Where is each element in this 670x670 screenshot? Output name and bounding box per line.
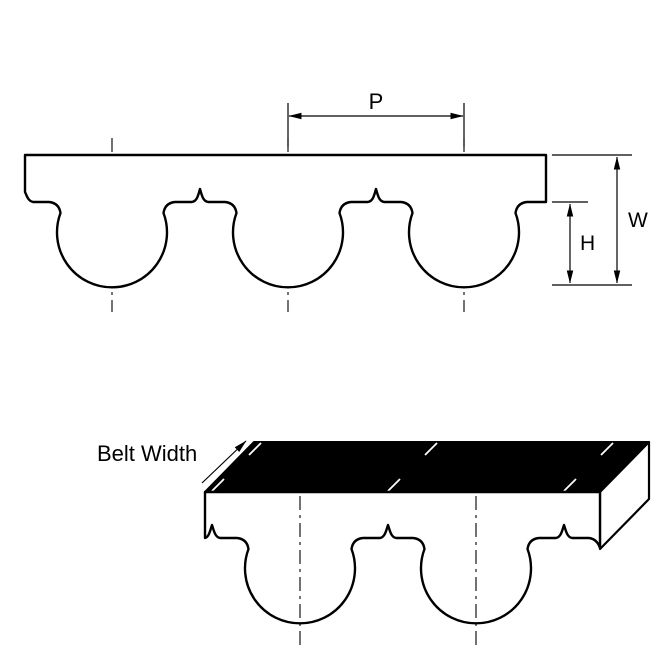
top-surface-seam (563, 478, 577, 492)
belt-width-arrow (201, 440, 247, 484)
width-dimension-label: W (628, 209, 648, 232)
belt-top-surface (204, 441, 650, 493)
top-surface-seam (211, 478, 225, 492)
belt-cross-section-view: P W H (23, 89, 648, 312)
pitch-dimension-label: P (369, 89, 384, 114)
belt-isometric-view: Belt Width (97, 440, 651, 650)
belt-profile-outline (23, 153, 548, 289)
belt-front-profile (203, 490, 602, 625)
height-dimension-label: H (580, 232, 595, 255)
top-surface-seam (248, 442, 262, 456)
top-surface-seam (387, 478, 401, 492)
top-surface-seam (600, 442, 614, 456)
belt-width-label: Belt Width (97, 441, 197, 466)
top-surface-seam (424, 442, 438, 456)
